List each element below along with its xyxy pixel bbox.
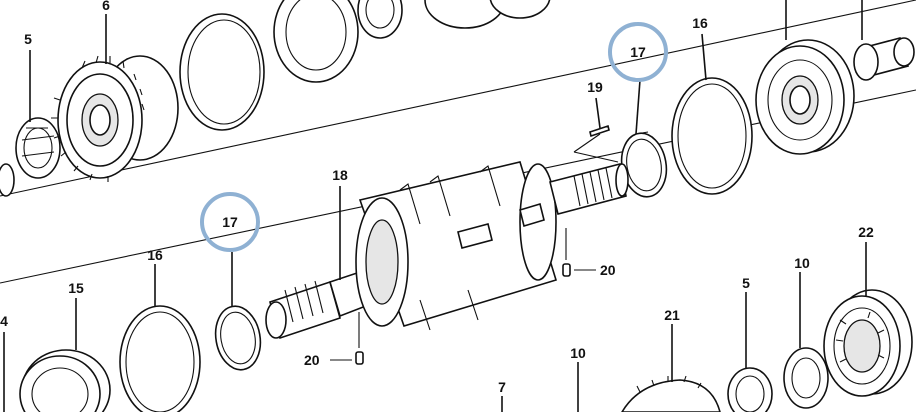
label-22: 22 bbox=[858, 224, 874, 240]
label-5-bottom: 5 bbox=[742, 275, 750, 291]
ring-16-left bbox=[119, 305, 201, 412]
label-15: 15 bbox=[68, 280, 84, 296]
label-21: 21 bbox=[664, 307, 680, 323]
gear-21 bbox=[621, 375, 721, 412]
label-6: 6 bbox=[102, 0, 110, 13]
highlight-circle-17-bottom bbox=[200, 192, 260, 252]
needle-bearing-5-bottom bbox=[727, 367, 773, 412]
thrust-washer-top bbox=[273, 0, 359, 83]
circlip-17-left bbox=[214, 305, 262, 371]
gear-top-center bbox=[424, 0, 551, 29]
dowel-20-bottom bbox=[330, 312, 364, 365]
bearing-22 bbox=[823, 289, 913, 397]
label-18: 18 bbox=[332, 167, 348, 183]
label-5-top: 5 bbox=[24, 31, 32, 47]
bearing-right-top bbox=[755, 39, 855, 155]
bushing-right-top bbox=[853, 37, 915, 81]
label-16-top: 16 bbox=[692, 15, 708, 31]
label-17-bottom: 17 bbox=[222, 214, 238, 230]
label-10-bottom: 10 bbox=[570, 345, 586, 361]
label-7: 7 bbox=[498, 379, 506, 395]
upper-axis-line bbox=[0, 0, 916, 197]
bearing-15 bbox=[19, 349, 111, 412]
label-19: 19 bbox=[587, 79, 603, 95]
label-10-right: 10 bbox=[794, 255, 810, 271]
washer-10-right bbox=[783, 347, 829, 409]
label-20-bottom: 20 bbox=[304, 352, 320, 368]
pin-19 bbox=[573, 124, 619, 163]
label-16-bottom: 16 bbox=[147, 247, 163, 263]
leader-lines bbox=[3, 0, 867, 412]
needle-bearing-top bbox=[0, 117, 61, 197]
dowel-20-right bbox=[562, 228, 596, 277]
ring-16-right bbox=[671, 77, 753, 195]
label-17-top: 17 bbox=[630, 44, 646, 60]
shaft-assembly-18 bbox=[265, 161, 629, 340]
small-bushing-top bbox=[357, 0, 403, 39]
snap-ring-large-top bbox=[179, 13, 265, 131]
label-4: 4 bbox=[0, 313, 8, 329]
highlight-circle-17-top bbox=[608, 22, 668, 82]
label-20-right: 20 bbox=[600, 262, 616, 278]
gear-top-left bbox=[51, 55, 179, 182]
